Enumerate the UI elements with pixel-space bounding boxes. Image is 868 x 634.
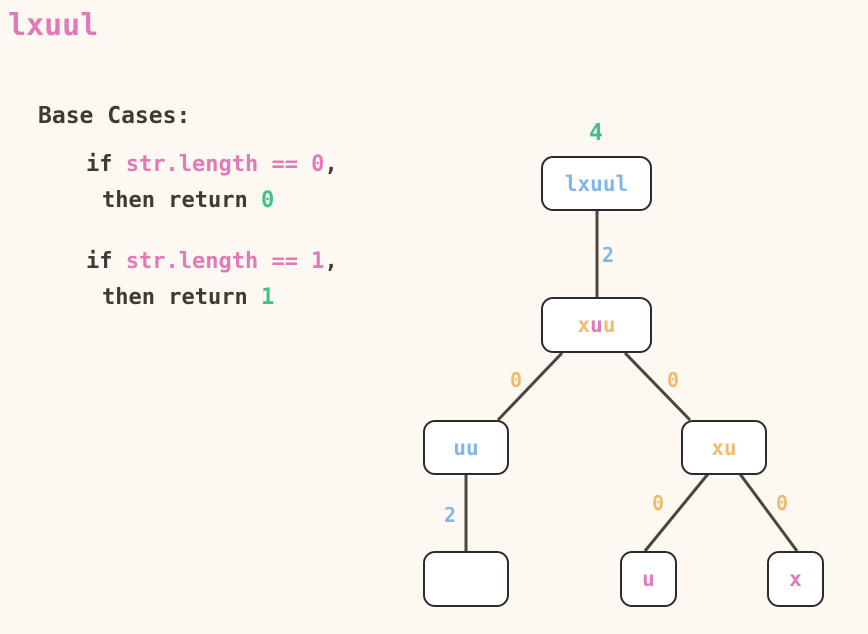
- case2-comma: ,: [324, 249, 338, 274]
- node-xuu-char: x: [577, 313, 591, 337]
- case1-condition-line: if str.length == 0,: [86, 152, 338, 177]
- case2-return-value: 1: [260, 285, 275, 310]
- node-root-char: l: [564, 171, 578, 196]
- node-root-char: x: [577, 171, 591, 196]
- node-x-char: x: [789, 567, 802, 591]
- case2-return-line: then return 1: [102, 285, 274, 310]
- edge-xu-x: [738, 473, 799, 552]
- root-result: 4: [589, 120, 603, 146]
- node-u-char: u: [642, 567, 655, 591]
- case1-return-line: then return 0: [102, 188, 274, 213]
- edge-label-root-xuu: 2: [602, 243, 615, 267]
- edge-label-xuu-xu: 0: [667, 368, 680, 392]
- node-u: u: [620, 551, 677, 607]
- edge-label-xuu-uu: 0: [510, 368, 523, 392]
- case1-if: if: [86, 152, 113, 177]
- edge-xu-u: [643, 473, 710, 552]
- node-uu-char: u: [453, 435, 466, 460]
- node-root-char: u: [602, 171, 616, 196]
- edge-xuu-uu: [496, 351, 564, 422]
- node-xuu-char: u: [590, 313, 603, 337]
- case1-comma: ,: [324, 152, 338, 177]
- case1-then: then return: [102, 188, 248, 213]
- case2-if: if: [86, 249, 113, 274]
- case2-condition-line: if str.length == 1,: [86, 249, 338, 274]
- node-uu-char: u: [466, 435, 479, 460]
- node-xu-char: u: [724, 435, 737, 460]
- edge-label-xu-x: 0: [776, 491, 789, 515]
- page-title: lxuul: [8, 8, 99, 43]
- node-x: x: [767, 551, 824, 607]
- edge-label-xu-u: 0: [652, 491, 665, 515]
- case2-condition: str.length == 1: [125, 249, 325, 274]
- case2-then: then return: [102, 285, 248, 310]
- case1-condition: str.length == 0: [125, 152, 325, 177]
- node-xu-char: x: [711, 435, 724, 460]
- base-cases-heading: Base Cases:: [38, 103, 191, 129]
- node-root-char: l: [615, 171, 629, 196]
- node-empty: [423, 551, 509, 607]
- edge-label-uu-empty: 2: [444, 503, 457, 527]
- edge-xuu-xu: [623, 351, 692, 422]
- node-root-char: u: [590, 171, 603, 196]
- node-xuu-char: u: [602, 313, 616, 337]
- case1-return-value: 0: [260, 188, 275, 213]
